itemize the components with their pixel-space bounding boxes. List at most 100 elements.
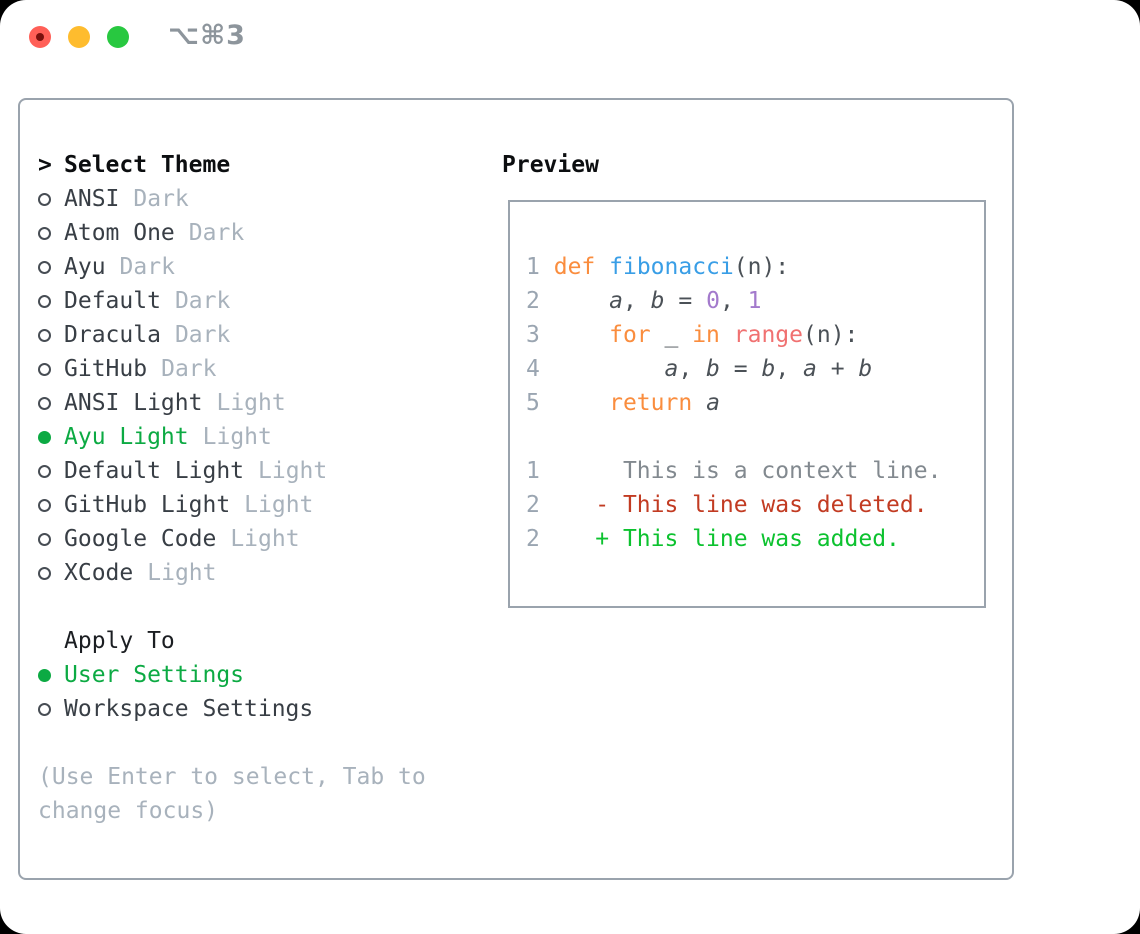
theme-variant: Dark [133,186,189,212]
line-number: 2 [526,288,540,314]
theme-item[interactable]: Ayu Light Light [38,420,458,454]
code-segment: This is a context line. [539,458,942,484]
theme-item[interactable]: GitHub Light Light [38,488,458,522]
code-segment: fibonacci [609,254,734,280]
code-line: 2 a, b = 0, 1 [526,284,968,318]
code-segment: range [733,322,804,348]
radio-icon [38,488,64,522]
theme-name: ANSI Light [64,390,203,416]
code-segment: b [706,356,720,382]
theme-item[interactable]: XCode Light [38,556,458,590]
line-number: 1 [526,458,540,484]
radio-selected-icon [38,420,64,454]
theme-variant: Light [258,458,328,484]
radio-icon [38,216,64,250]
radio-circle [38,702,51,716]
code-line [526,420,968,454]
theme-name: XCode [64,560,134,586]
spacer [38,726,458,760]
window-titlebar: ⌥⌘3 [0,0,1140,72]
code-segment: b [650,288,665,314]
radio-circle [38,294,51,308]
code-segment: + This line was added. [595,526,900,552]
line-number: 2 [526,492,540,518]
theme-name: Default [64,288,161,314]
code-line: 1 This is a context line. [526,454,968,488]
radio-icon [38,386,64,420]
theme-item[interactable]: Dracula Dark [38,318,458,352]
code-segment: (n): [803,322,859,348]
line-number: 1 [526,254,540,280]
code-segment [720,322,734,348]
theme-variant: Dark [188,220,245,246]
indent-spacer [38,624,64,658]
theme-name: Dracula [64,322,161,348]
apply-option[interactable]: Workspace Settings [38,692,458,726]
radio-circle [38,668,51,682]
spacer [38,590,458,624]
hint-text: (Use Enter to select, Tab to change focu… [38,764,426,824]
zoom-button[interactable] [107,26,129,48]
code-segment [540,356,665,382]
radio-icon [38,454,64,488]
prompt-glyph: > [38,152,52,178]
code-segment: def [553,254,596,280]
theme-variant: Light [244,492,314,518]
code-line: 4 a, b = b, a + b [526,352,968,386]
radio-icon [38,284,64,318]
code-segment: a [803,356,817,382]
code-segment: for [609,322,651,348]
radio-circle [38,226,51,240]
traffic-lights [29,26,129,48]
line-number: 3 [526,322,540,348]
theme-variant: Dark [174,322,231,348]
apply-option-label: User Settings [64,662,245,688]
code-line: 5 return a [526,386,968,420]
code-segment [540,254,554,280]
apply-option[interactable]: User Settings [38,658,458,692]
line-number: 2 [526,526,540,552]
radio-circle [38,532,51,546]
theme-variant: Light [147,560,217,586]
code-segment: 0 [706,288,720,314]
theme-variant: Light [202,424,272,450]
minimize-button[interactable] [68,26,90,48]
theme-item[interactable]: GitHub Dark [38,352,458,386]
code-segment: (n): [733,254,790,280]
code-segment [540,288,609,314]
window-title: ⌥⌘3 [168,20,246,51]
radio-circle [38,260,51,274]
theme-name: GitHub Light [64,492,231,518]
radio-circle [38,396,51,410]
code-segment: b [761,356,776,382]
code-segment [540,322,609,348]
theme-name: Ayu Light [64,424,189,450]
code-segment: return [609,390,693,416]
code-segment: , [775,356,804,382]
radio-circle [38,566,51,580]
theme-variant: Dark [161,356,217,382]
close-button[interactable] [29,26,51,48]
theme-name: GitHub [64,356,148,382]
code-segment [540,526,595,552]
line-number: 4 [526,356,540,382]
code-segment: + [816,356,859,382]
radio-circle [38,430,51,444]
radio-icon [38,318,64,352]
code-segment: in [692,322,720,348]
radio-icon [38,692,64,726]
code-segment: , [719,288,748,314]
code-segment: a [609,288,623,314]
select-theme-header: Select Theme [64,152,231,178]
